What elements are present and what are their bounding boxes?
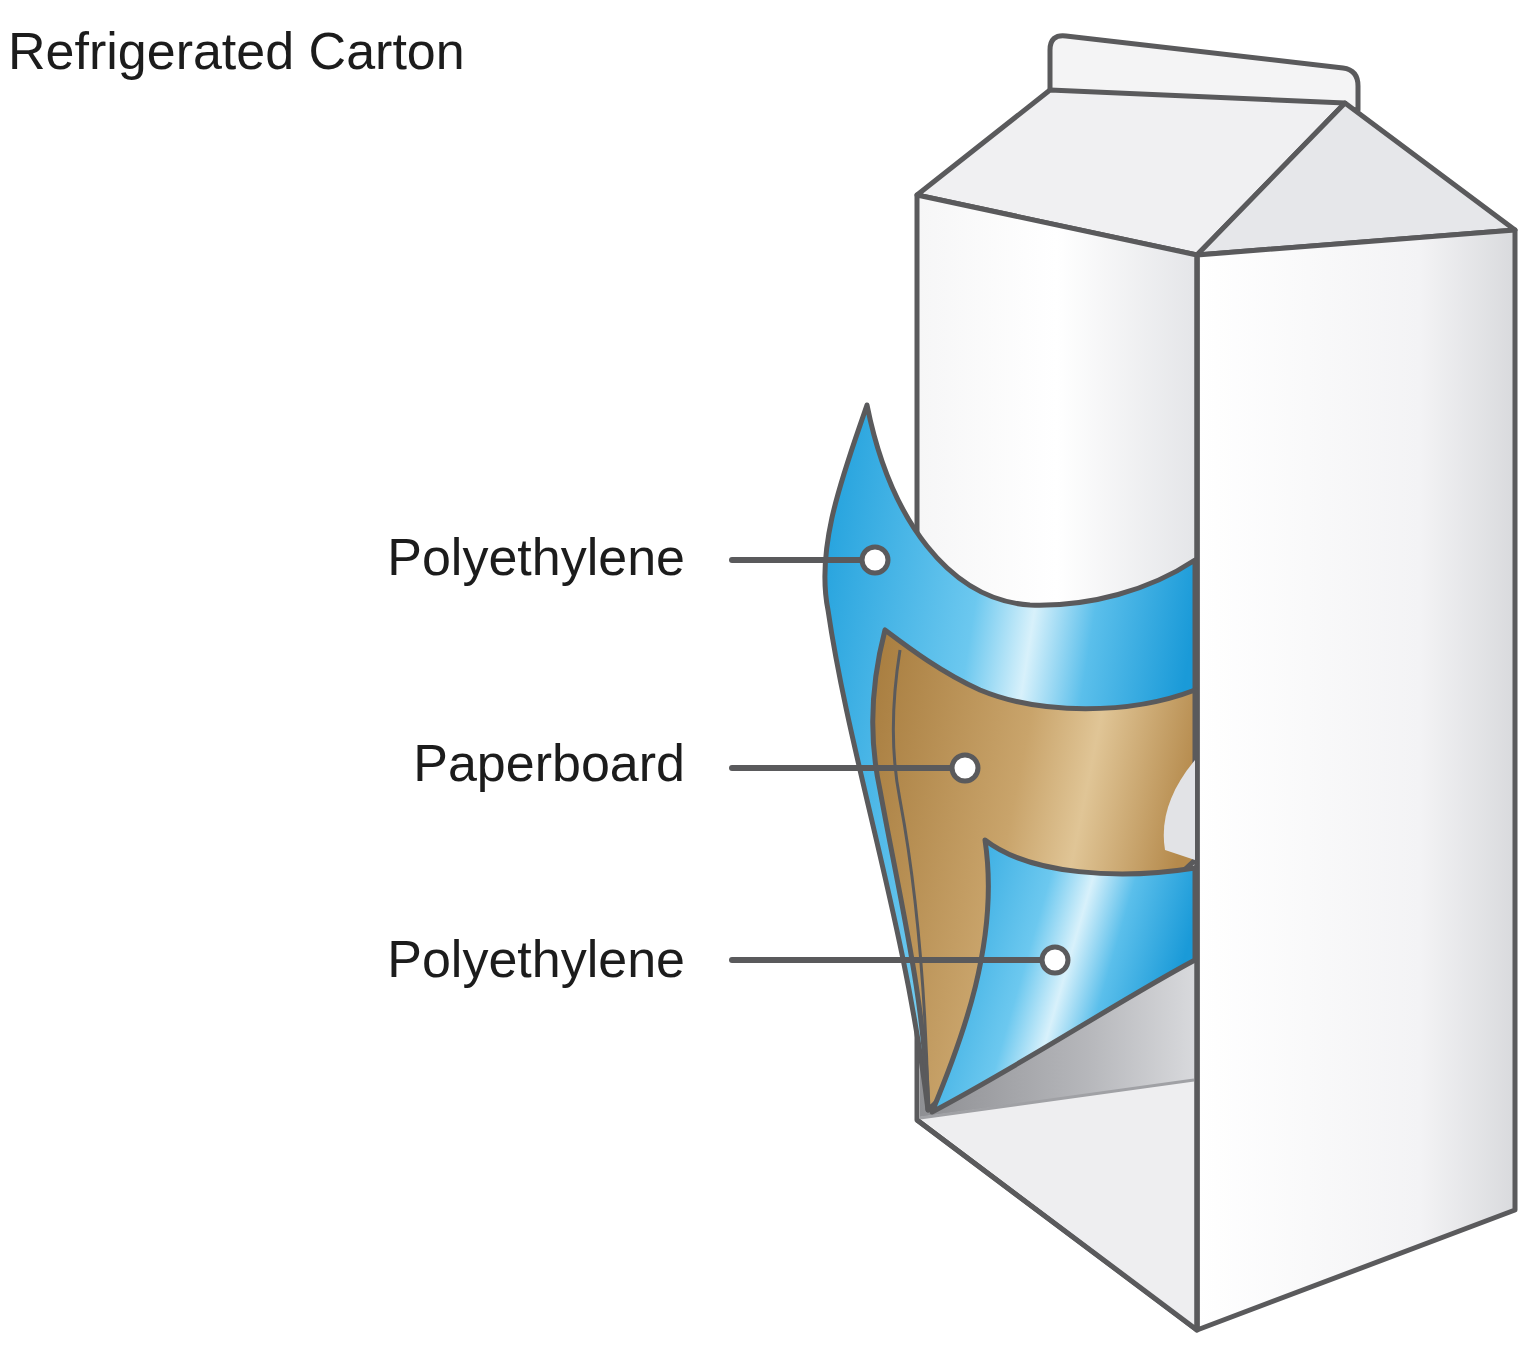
diagram-title: Refrigerated Carton	[8, 22, 465, 82]
part-label: Polyethylene	[387, 930, 685, 990]
leader-dots	[862, 547, 1068, 973]
part-label: Paperboard	[413, 734, 685, 794]
part-label: Polyethylene	[387, 528, 685, 588]
leader-lines	[732, 560, 1042, 960]
